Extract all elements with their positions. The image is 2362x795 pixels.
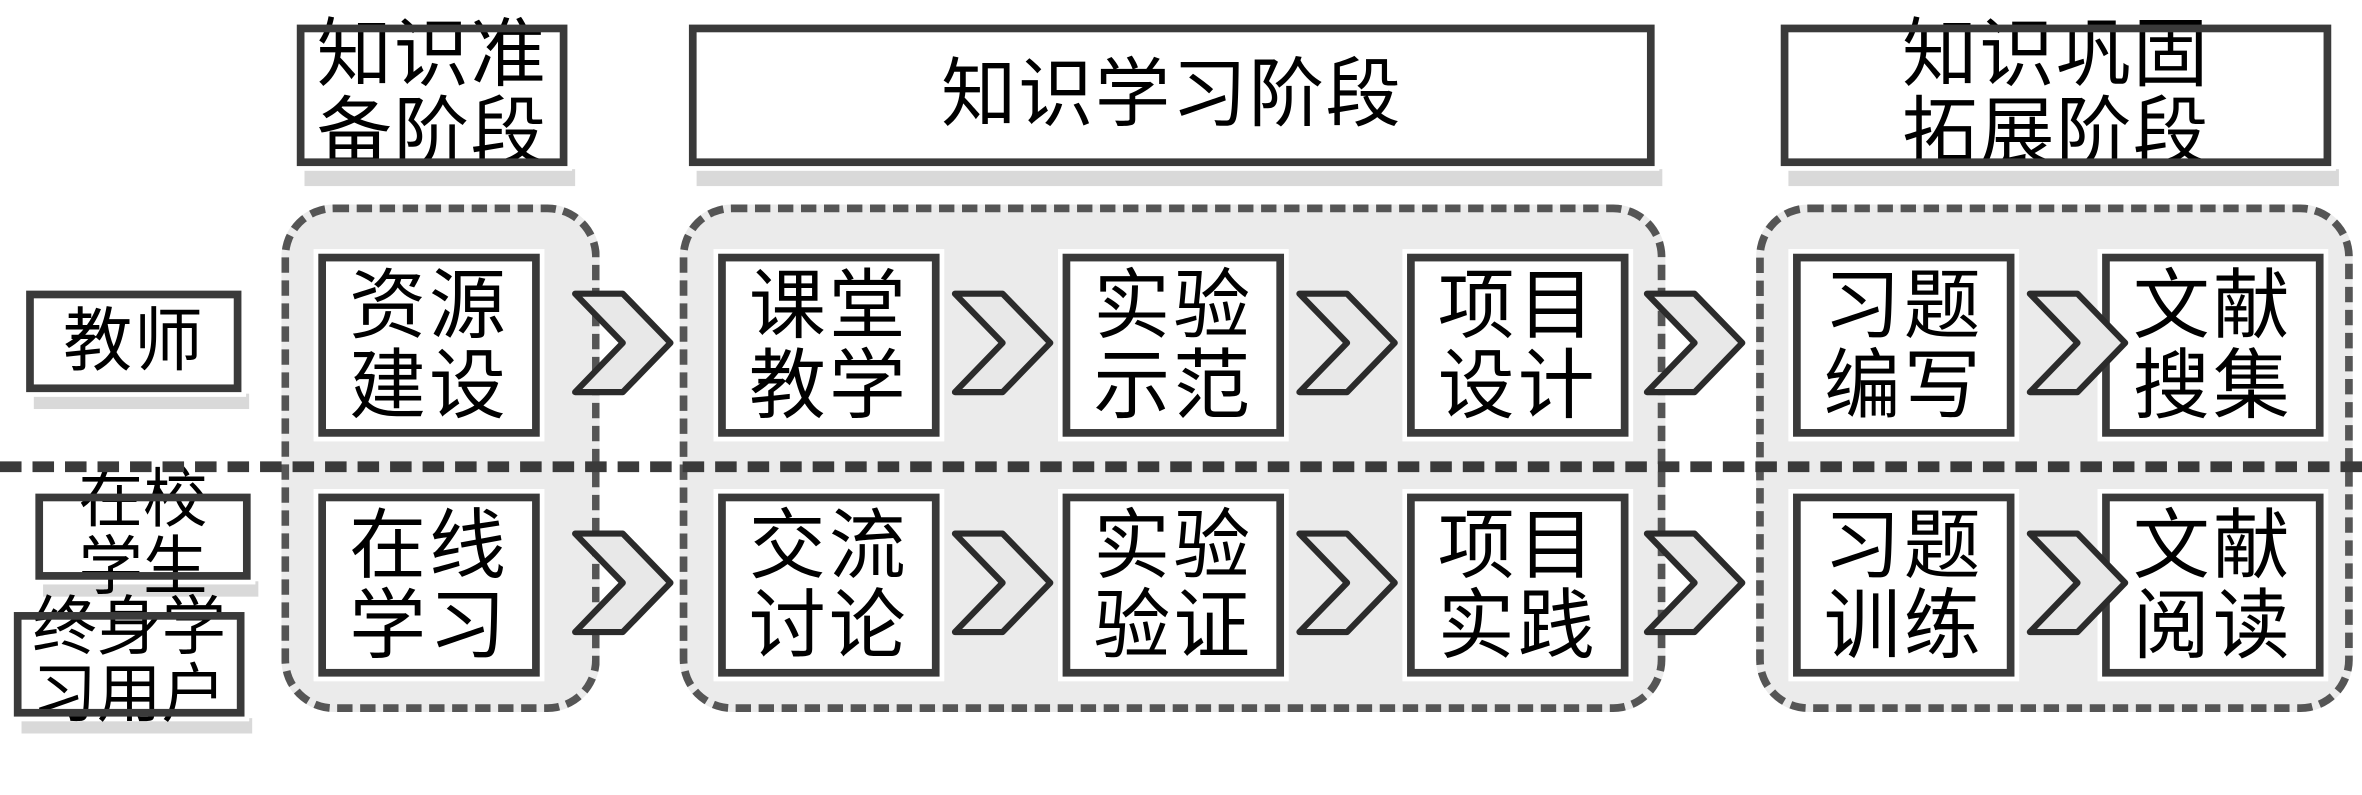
role-label-school-student: 在校 学生 — [30, 468, 256, 603]
activity-project-practice: 项目 实践 — [1402, 489, 1634, 682]
phase-prepare-shadow — [304, 169, 576, 187]
activity-project-practice-label: 项目 实践 — [1437, 502, 1598, 669]
role-label-lifelong-learner: 终身学 习用户 — [9, 596, 250, 730]
role-label-school-student-text: 在校 学生 — [78, 466, 208, 605]
activity-resource-construction-label: 资源 建设 — [349, 262, 509, 429]
role-label-teacher: 教师 — [21, 286, 247, 397]
chevron-arrow-icon — [571, 288, 676, 399]
phase-header-learning: 知识学习阶段 — [684, 19, 1660, 171]
chevron-arrow-icon — [1295, 288, 1400, 399]
activity-online-learning: 在线 学习 — [313, 489, 545, 682]
activity-project-design-label: 项目 设计 — [1437, 262, 1598, 429]
chevron-arrow-icon — [2025, 288, 2130, 399]
role-label-teacher-text: 教师 — [63, 302, 205, 380]
phase-header-consolidate: 知识巩固 拓展阶段 — [1776, 12, 2336, 176]
phase-learning-shadow — [696, 169, 1663, 187]
activity-literature-reading-label: 文献 阅读 — [2132, 502, 2293, 669]
role-lifelong-learner-shadow — [21, 718, 253, 734]
chevron-arrow-icon — [1642, 527, 1747, 638]
activity-exercise-training-label: 习题 训练 — [1823, 502, 1984, 669]
activity-literature-collection-label: 文献 搜集 — [2132, 262, 2293, 429]
role-school-student-shadow — [43, 581, 259, 597]
role-teacher-shadow — [33, 393, 250, 410]
chevron-arrow-icon — [1295, 527, 1400, 638]
chevron-arrow-icon — [1642, 288, 1747, 399]
phase-header-prepare: 知识准 备阶段 — [292, 12, 573, 176]
phase-consolidate-shadow — [1788, 169, 2339, 187]
activity-experiment-verify: 实验 验证 — [1057, 489, 1289, 682]
activity-online-learning-label: 在线 学习 — [349, 502, 509, 669]
role-divider-dashed-line — [0, 461, 2362, 473]
activity-classroom-teaching-label: 课堂 教学 — [748, 262, 909, 429]
role-label-lifelong-learner-text: 终身学 习用户 — [32, 594, 227, 732]
activity-discussion: 交流 讨论 — [713, 489, 945, 682]
activity-project-design: 项目 设计 — [1402, 249, 1634, 442]
phase-header-consolidate-label: 知识巩固 拓展阶段 — [1902, 12, 2210, 176]
activity-exercise-writing-label: 习题 编写 — [1823, 262, 1984, 429]
phase-header-learning-label: 知识学习阶段 — [941, 51, 1403, 137]
activity-exercise-training: 习题 训练 — [1788, 489, 2020, 682]
activity-experiment-verify-label: 实验 验证 — [1093, 502, 1254, 669]
chevron-arrow-icon — [950, 288, 1055, 399]
activity-discussion-label: 交流 讨论 — [748, 502, 909, 669]
chevron-arrow-icon — [571, 527, 676, 638]
activity-classroom-teaching: 课堂 教学 — [713, 249, 945, 442]
phase-header-prepare-label: 知识准 备阶段 — [316, 12, 548, 176]
activity-experiment-demo: 实验 示范 — [1057, 249, 1289, 442]
chevron-arrow-icon — [950, 527, 1055, 638]
activity-literature-collection: 文献 搜集 — [2097, 249, 2329, 442]
activity-literature-reading: 文献 阅读 — [2097, 489, 2329, 682]
activity-resource-construction: 资源 建设 — [313, 249, 545, 442]
activity-exercise-writing: 习题 编写 — [1788, 249, 2020, 442]
activity-experiment-demo-label: 实验 示范 — [1093, 262, 1254, 429]
chevron-arrow-icon — [2025, 527, 2130, 638]
